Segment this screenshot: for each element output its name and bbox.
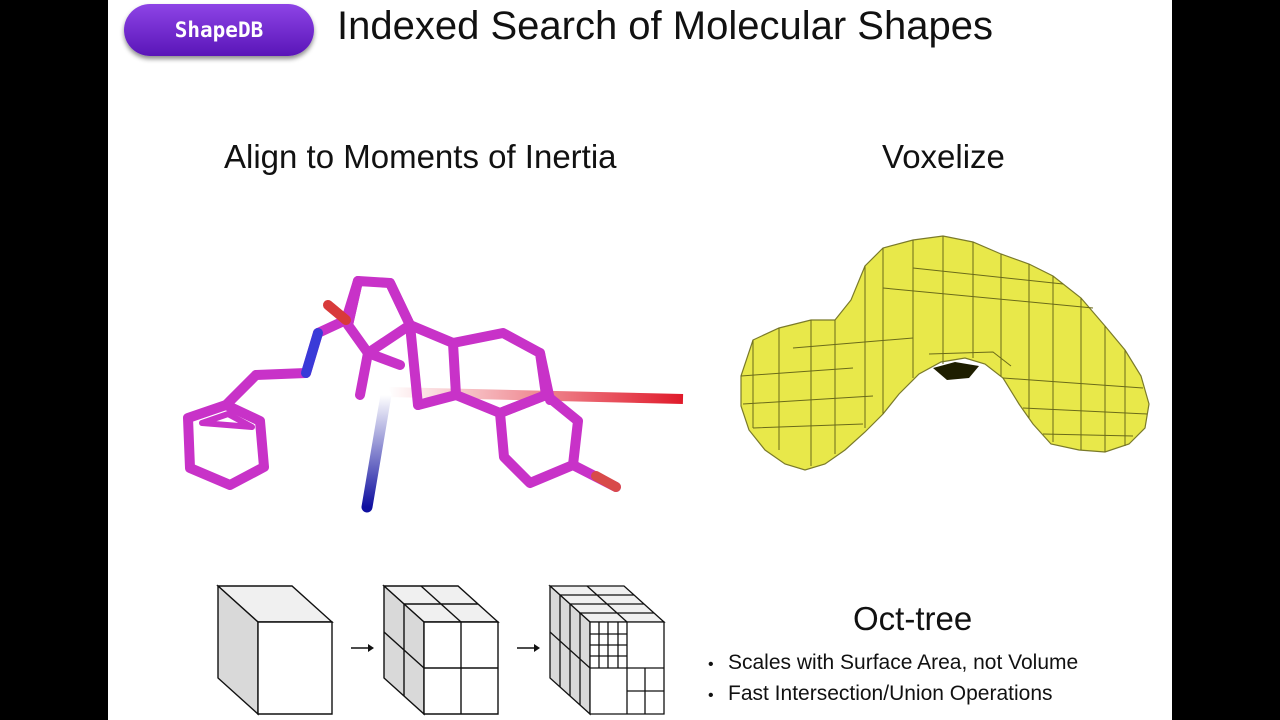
arrow-right-icon — [351, 644, 374, 652]
cube-icon-level1 — [382, 584, 500, 716]
voxelize-heading: Voxelize — [882, 138, 1005, 175]
heteroatoms — [301, 300, 621, 492]
arrow-right-icon-2 — [517, 644, 540, 652]
molecule-bonds — [183, 276, 621, 492]
shapedb-badge: ShapeDB — [124, 4, 314, 56]
molecule-figure — [183, 193, 684, 513]
slide-title: Indexed Search of Molecular Shapes — [337, 4, 993, 48]
voxel-shape — [740, 235, 1150, 471]
cube-icon-level0 — [216, 584, 334, 716]
voxel-shading — [740, 236, 1148, 466]
octtree-heading: Oct-tree — [853, 600, 973, 637]
voxel-cavity — [933, 362, 979, 380]
slide: ShapeDB Indexed Search of Molecular Shap… — [108, 0, 1172, 720]
align-heading: Align to Moments of Inertia — [224, 138, 617, 175]
badge-label: ShapeDB — [174, 18, 264, 42]
octtree-bullets: Scales with Surface Area, not Volume Fas… — [708, 648, 1078, 710]
cube-icon-level2 — [548, 584, 666, 716]
octtree-diagram — [216, 584, 666, 716]
bullet-item: Scales with Surface Area, not Volume — [708, 648, 1078, 679]
bullet-item: Fast Intersection/Union Operations — [708, 679, 1078, 710]
inertia-axis-blue — [361, 389, 392, 513]
